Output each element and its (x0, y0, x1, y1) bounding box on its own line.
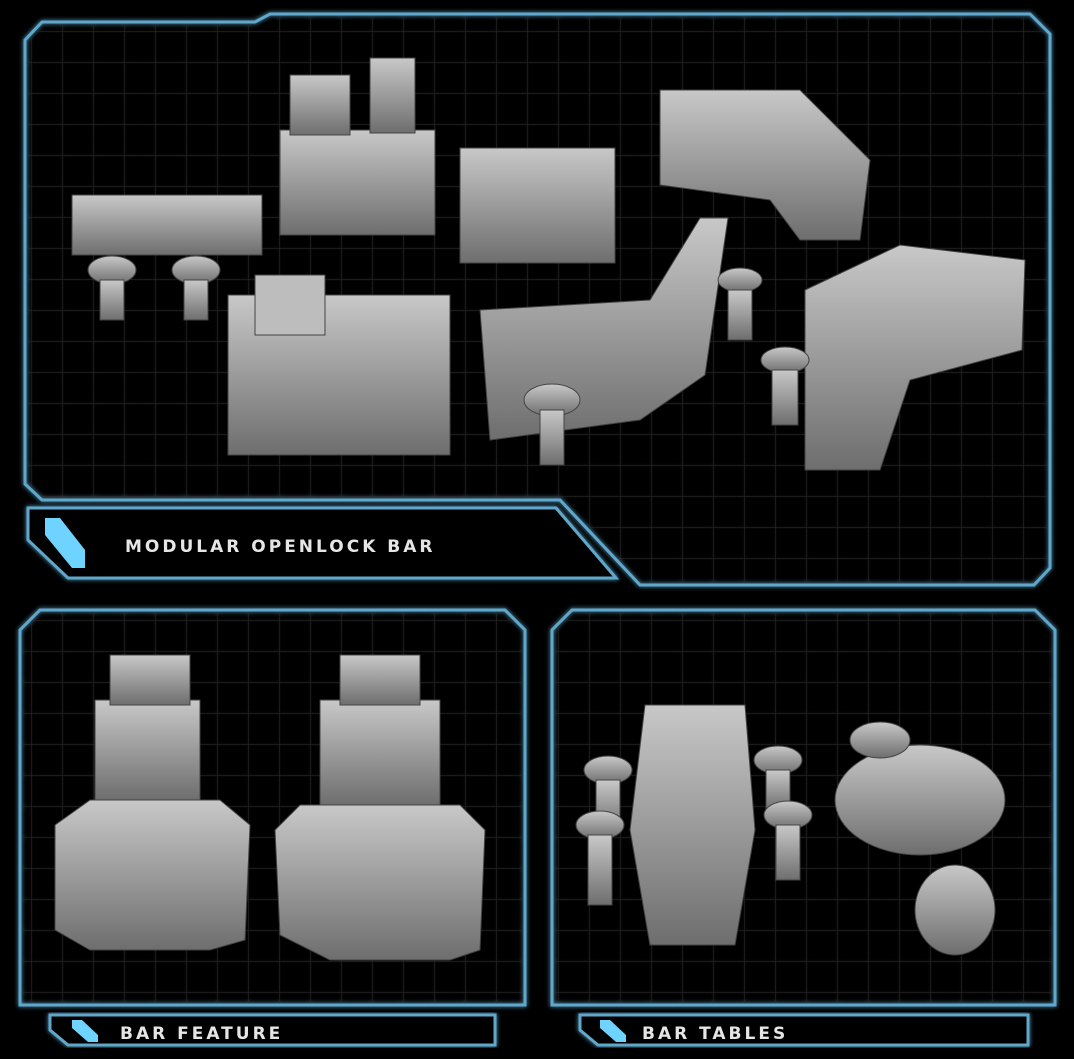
bar-counter-with-stools (71, 194, 263, 256)
pod-chair (914, 864, 996, 956)
accent-marker-icon (72, 1020, 98, 1042)
label-box (48, 1013, 497, 1047)
curved-bar-corner (659, 89, 871, 241)
bar-table-models (575, 704, 1006, 956)
large-corner-bar (804, 244, 1026, 471)
panel-title: BAR TABLES (642, 1024, 788, 1044)
panel-bar-tables: BAR TABLES (550, 608, 1057, 1047)
accent-marker-icon (45, 518, 85, 568)
bar-feature-right (274, 804, 486, 961)
accent-marker-icon (600, 1020, 626, 1042)
panel-title: BAR FEATURE (120, 1024, 283, 1044)
label-box (26, 506, 620, 580)
bar-feature-models (54, 654, 486, 961)
panel-bar-feature: BAR FEATURE (18, 608, 527, 1047)
bar-cabinet (459, 147, 616, 264)
round-table (834, 744, 1006, 856)
long-bar-table (629, 704, 756, 946)
bar-feature-left (54, 799, 251, 951)
bar-models (71, 57, 1026, 471)
panel-modular-openlock-bar: MODULAR OPENLOCK BAR (23, 12, 1052, 587)
label-box (578, 1013, 1030, 1047)
drink-dispenser-counter (279, 129, 436, 236)
panel-title: MODULAR OPENLOCK BAR (125, 537, 435, 557)
